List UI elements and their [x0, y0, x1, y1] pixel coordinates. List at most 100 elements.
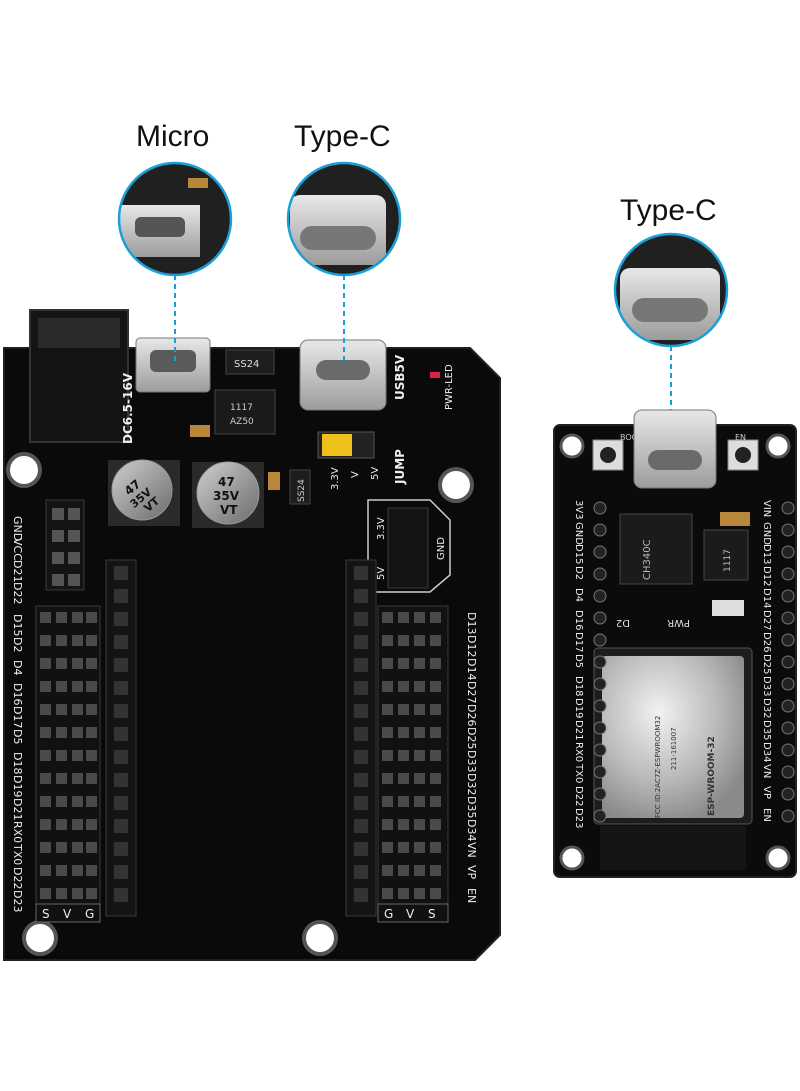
pin-hole — [414, 888, 425, 899]
esp-left-pin-label: D23 — [573, 808, 584, 828]
pwr-led-label: PWR-LED — [444, 364, 455, 410]
pin-pad — [781, 655, 795, 669]
socket-hole — [114, 773, 128, 787]
esp-right-pin-label: D27 — [761, 610, 772, 630]
jumper-5v-label: 5V — [370, 467, 381, 480]
esp-wroom-module: FCC ID:2AC7Z-ESPWROOM32 211-161007 ESP-W… — [593, 647, 753, 870]
dc-power-jack — [29, 309, 129, 443]
socket-hole — [354, 612, 368, 626]
socket-hole — [354, 865, 368, 879]
pin-hole — [86, 635, 97, 646]
left-pin-label: D17 — [11, 706, 24, 728]
socket-hole — [114, 635, 128, 649]
socket-hole — [354, 566, 368, 580]
pin-hole — [414, 704, 425, 715]
pin-d22-top: D22 — [11, 582, 24, 604]
usb-c-port-right — [633, 409, 717, 489]
boot-button[interactable] — [592, 439, 624, 471]
pin-hole — [414, 865, 425, 876]
mount-hole — [765, 845, 791, 871]
regulator-label-2: AZ50 — [230, 417, 254, 427]
pin-hole — [56, 612, 67, 623]
pin-hole — [56, 865, 67, 876]
pin-hole — [56, 888, 67, 899]
esp-left-pin-label: D5 — [573, 654, 584, 668]
socket-hole — [354, 842, 368, 856]
esp-left-pin-label: D4 — [573, 588, 584, 602]
esp-right-pin-label: GND — [761, 522, 772, 545]
esp-right-pin-label: D35 — [761, 720, 772, 740]
en-button[interactable] — [727, 439, 759, 471]
pin-pad — [593, 633, 607, 647]
pin-hole — [398, 635, 409, 646]
pin-vcc: VCC — [11, 538, 24, 561]
pin-pad — [593, 677, 607, 691]
jumper-v-label: V — [350, 471, 361, 478]
right-pin-label: D26 — [465, 704, 478, 726]
pin-hole — [86, 865, 97, 876]
esp-right-pin-label: EN — [761, 808, 772, 822]
esp-right-pin-label: D14 — [761, 588, 772, 608]
pin-hole — [398, 681, 409, 692]
esp-left-pin-label: D18 — [573, 676, 584, 696]
pin-hole — [72, 658, 83, 669]
esp-left-pin-label: D15 — [573, 544, 584, 564]
left-pin-label: TX0 — [11, 843, 24, 865]
pin-hole — [398, 888, 409, 899]
pin-hole — [40, 842, 51, 853]
boot-label: BOOT — [620, 433, 643, 442]
socket-hole — [354, 704, 368, 718]
chip-label: CH340C — [642, 539, 653, 580]
socket-hole — [354, 888, 368, 902]
socket-hole — [114, 681, 128, 695]
pin-hole — [398, 819, 409, 830]
gvs-s-label: S — [428, 907, 436, 921]
mount-hole — [559, 845, 585, 871]
jumper-block[interactable] — [317, 431, 375, 459]
pin-hole — [40, 658, 51, 669]
jump-label: JUMP — [393, 449, 407, 485]
pin-pad — [781, 633, 795, 647]
pin-pad — [781, 721, 795, 735]
pin-hole — [430, 658, 441, 669]
pin-hole — [430, 819, 441, 830]
pin-hole — [414, 819, 425, 830]
pin-hole — [414, 635, 425, 646]
header-33v-label: 3.3V — [376, 517, 387, 540]
pin-hole — [40, 704, 51, 715]
socket-hole — [114, 566, 128, 580]
d2-label: D2 — [616, 617, 630, 628]
pin-hole — [72, 635, 83, 646]
diode-chip — [225, 349, 275, 375]
pin-hole — [56, 750, 67, 761]
pin-hole — [72, 704, 83, 715]
header-top-left — [45, 499, 85, 591]
pin-hole — [72, 842, 83, 853]
esp-left-pin-label: D21 — [573, 720, 584, 740]
gvs-v-label: V — [406, 907, 415, 921]
esp-right-pin-label: VP — [761, 786, 772, 799]
module-code: 211-161007 — [670, 727, 678, 770]
svg-g-label: G — [85, 907, 94, 921]
expansion-board: DC6.5-16V USB5V PWR-LED SS24 1117 AZ50 3… — [3, 309, 501, 961]
esp-left-pin-label: GND — [573, 522, 584, 545]
left-pin-label: D5 — [11, 729, 24, 744]
usb-c-port-left — [299, 339, 387, 411]
esp-left-pin-label: 3V3 — [573, 500, 584, 520]
pin-hole — [382, 727, 393, 738]
esp-left-pin-label: D16 — [573, 610, 584, 630]
pin-hole — [86, 704, 97, 715]
module-fcc: FCC ID:2AC7Z-ESPWROOM32 — [654, 716, 662, 818]
esp-right-pin-label: D12 — [761, 566, 772, 586]
pin-hole — [56, 704, 67, 715]
pin-pad — [593, 809, 607, 823]
pin-hole — [40, 612, 51, 623]
gvs-g-label: G — [384, 907, 393, 921]
socket-hole — [114, 888, 128, 902]
capacitor-1: 47 35V VT — [108, 459, 180, 526]
socket-hole — [114, 865, 128, 879]
left-pin-label: D2 — [11, 637, 24, 652]
socket-hole — [114, 589, 128, 603]
esp-left-pin-label: D19 — [573, 698, 584, 718]
pin-hole — [56, 842, 67, 853]
